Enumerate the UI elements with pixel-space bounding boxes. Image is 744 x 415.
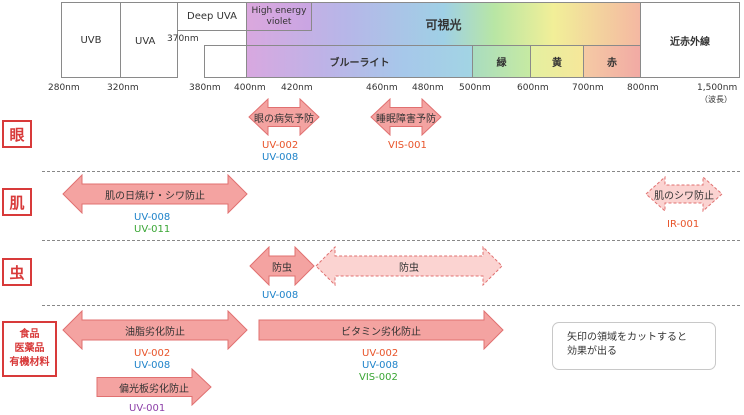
product-code: UV-008 (362, 360, 399, 371)
arrow-polygon (370, 98, 442, 136)
separator-line (42, 305, 740, 306)
band-blue-light-label: ブルーライト (329, 58, 390, 69)
product-code: UV-002 (262, 140, 299, 151)
separator-line (42, 171, 740, 172)
band-uva: UVA (120, 2, 178, 78)
tick-label: 420nm (281, 83, 313, 93)
arrow-skin-tan-label: 肌の日焼け・シワ防止 (105, 190, 205, 202)
arrow-sleep-disorder: 睡眠障害予防 (370, 98, 442, 136)
arrow-insect-dashed-label: 防虫 (399, 262, 419, 274)
tick-unit-note: （波長） (700, 95, 732, 104)
band-blue-light: ブルーライト (246, 45, 473, 78)
category-insect: 虫 (2, 258, 32, 286)
band-380-400 (204, 45, 247, 78)
band-red-label: 赤 (607, 58, 617, 69)
product-code: UV-008 (262, 290, 299, 301)
band-deep-uva: Deep UVA (177, 2, 247, 31)
note-text: 矢印の領域をカットすると 効果が出る (567, 332, 687, 357)
arrow-skin-tan: 肌の日焼け・シワ防止 (62, 174, 248, 214)
category-food-label: 食品 医薬品 有機材料 (9, 329, 50, 368)
arrow-polygon (62, 174, 248, 214)
arrow-shape (315, 246, 503, 286)
product-code: UV-011 (134, 224, 171, 235)
band-near-infrared: 近赤外線 (640, 2, 740, 78)
product-code: UV-002 (134, 348, 171, 359)
arrow-insect-solid: 防虫 (249, 246, 315, 286)
product-code: UV-008 (262, 152, 299, 163)
category-skin-label: 肌 (9, 193, 25, 212)
band-nir-label: 近赤外線 (670, 36, 710, 48)
tick-label: 400nm (234, 83, 266, 93)
tick-label: 1,500nm (697, 83, 738, 93)
product-code: VIS-002 (359, 372, 398, 383)
arrow-shape (96, 368, 212, 406)
band-visible-label: 可視光 (425, 17, 462, 32)
arrow-skin-wrinkle-ir-label: 肌のシワ防止 (654, 190, 714, 202)
band-yellow: 黄 (530, 45, 584, 78)
arrow-polygon (248, 98, 320, 136)
arrow-eye-disease-label: 眼の病気予防 (254, 113, 314, 125)
arrow-oil-degradation: 油脂劣化防止 (62, 310, 248, 350)
category-food: 食品 医薬品 有機材料 (2, 321, 57, 377)
band-uvb: UVB (61, 2, 121, 78)
arrow-shape (62, 174, 248, 214)
arrow-polygon (258, 310, 504, 350)
band-hev-text: High energy violet (251, 5, 307, 27)
arrow-vitamin-degradation: ビタミン劣化防止 (258, 310, 504, 350)
arrow-oil-degradation-label: 油脂劣化防止 (125, 326, 185, 338)
band-deep-uva-label: Deep UVA (187, 11, 237, 22)
tick-label: 700nm (572, 83, 604, 93)
arrow-insect-dashed: 防虫 (315, 246, 503, 286)
arrow-polygon (96, 368, 212, 406)
product-code: UV-001 (129, 403, 166, 414)
band-green: 緑 (472, 45, 531, 78)
band-uva-label: UVA (135, 36, 156, 47)
product-code: UV-008 (134, 360, 171, 371)
uva-370nm-label: 370nm (167, 34, 199, 44)
arrow-sleep-disorder-label: 睡眠障害予防 (376, 113, 436, 125)
arrow-eye-disease: 眼の病気予防 (248, 98, 320, 136)
band-uvb-label: UVB (80, 34, 102, 46)
category-skin: 肌 (2, 188, 32, 216)
arrow-vitamin-degradation-label: ビタミン劣化防止 (341, 326, 421, 338)
tick-label: 500nm (459, 83, 491, 93)
tick-label: 320nm (107, 83, 139, 93)
product-code: IR-001 (667, 219, 700, 230)
band-yellow-label: 黄 (552, 58, 562, 69)
arrow-shape (645, 176, 723, 212)
arrow-polygon (249, 246, 315, 286)
category-eye: 眼 (2, 120, 32, 148)
arrow-skin-wrinkle-ir: 肌のシワ防止 (645, 176, 723, 212)
tick-label: 460nm (366, 83, 398, 93)
arrow-shape (258, 310, 504, 350)
category-insect-label: 虫 (9, 263, 25, 282)
arrow-shape (62, 310, 248, 350)
arrow-shape (248, 98, 320, 136)
note-box: 矢印の領域をカットすると 効果が出る (552, 322, 716, 370)
band-hev-overlay: High energy violet (246, 2, 312, 31)
tick-label: 480nm (412, 83, 444, 93)
arrow-shape (370, 98, 442, 136)
arrow-polarizer-degradation: 偏光板劣化防止 (96, 368, 212, 406)
product-code: UV-008 (134, 212, 171, 223)
product-code: UV-002 (362, 348, 399, 359)
arrow-polygon (315, 246, 503, 286)
arrow-polarizer-degradation-label: 偏光板劣化防止 (119, 383, 189, 395)
category-eye-label: 眼 (9, 125, 25, 144)
arrow-polygon (645, 176, 723, 212)
arrow-shape (249, 246, 315, 286)
arrow-polygon (62, 310, 248, 350)
band-red: 赤 (583, 45, 641, 78)
separator-line (42, 240, 740, 241)
product-code: VIS-001 (388, 140, 427, 151)
tick-label: 600nm (517, 83, 549, 93)
band-green-label: 緑 (496, 58, 507, 69)
arrow-insect-solid-label: 防虫 (272, 262, 292, 274)
tick-label: 380nm (189, 83, 221, 93)
tick-label: 800nm (627, 83, 659, 93)
tick-label: 280nm (48, 83, 80, 93)
